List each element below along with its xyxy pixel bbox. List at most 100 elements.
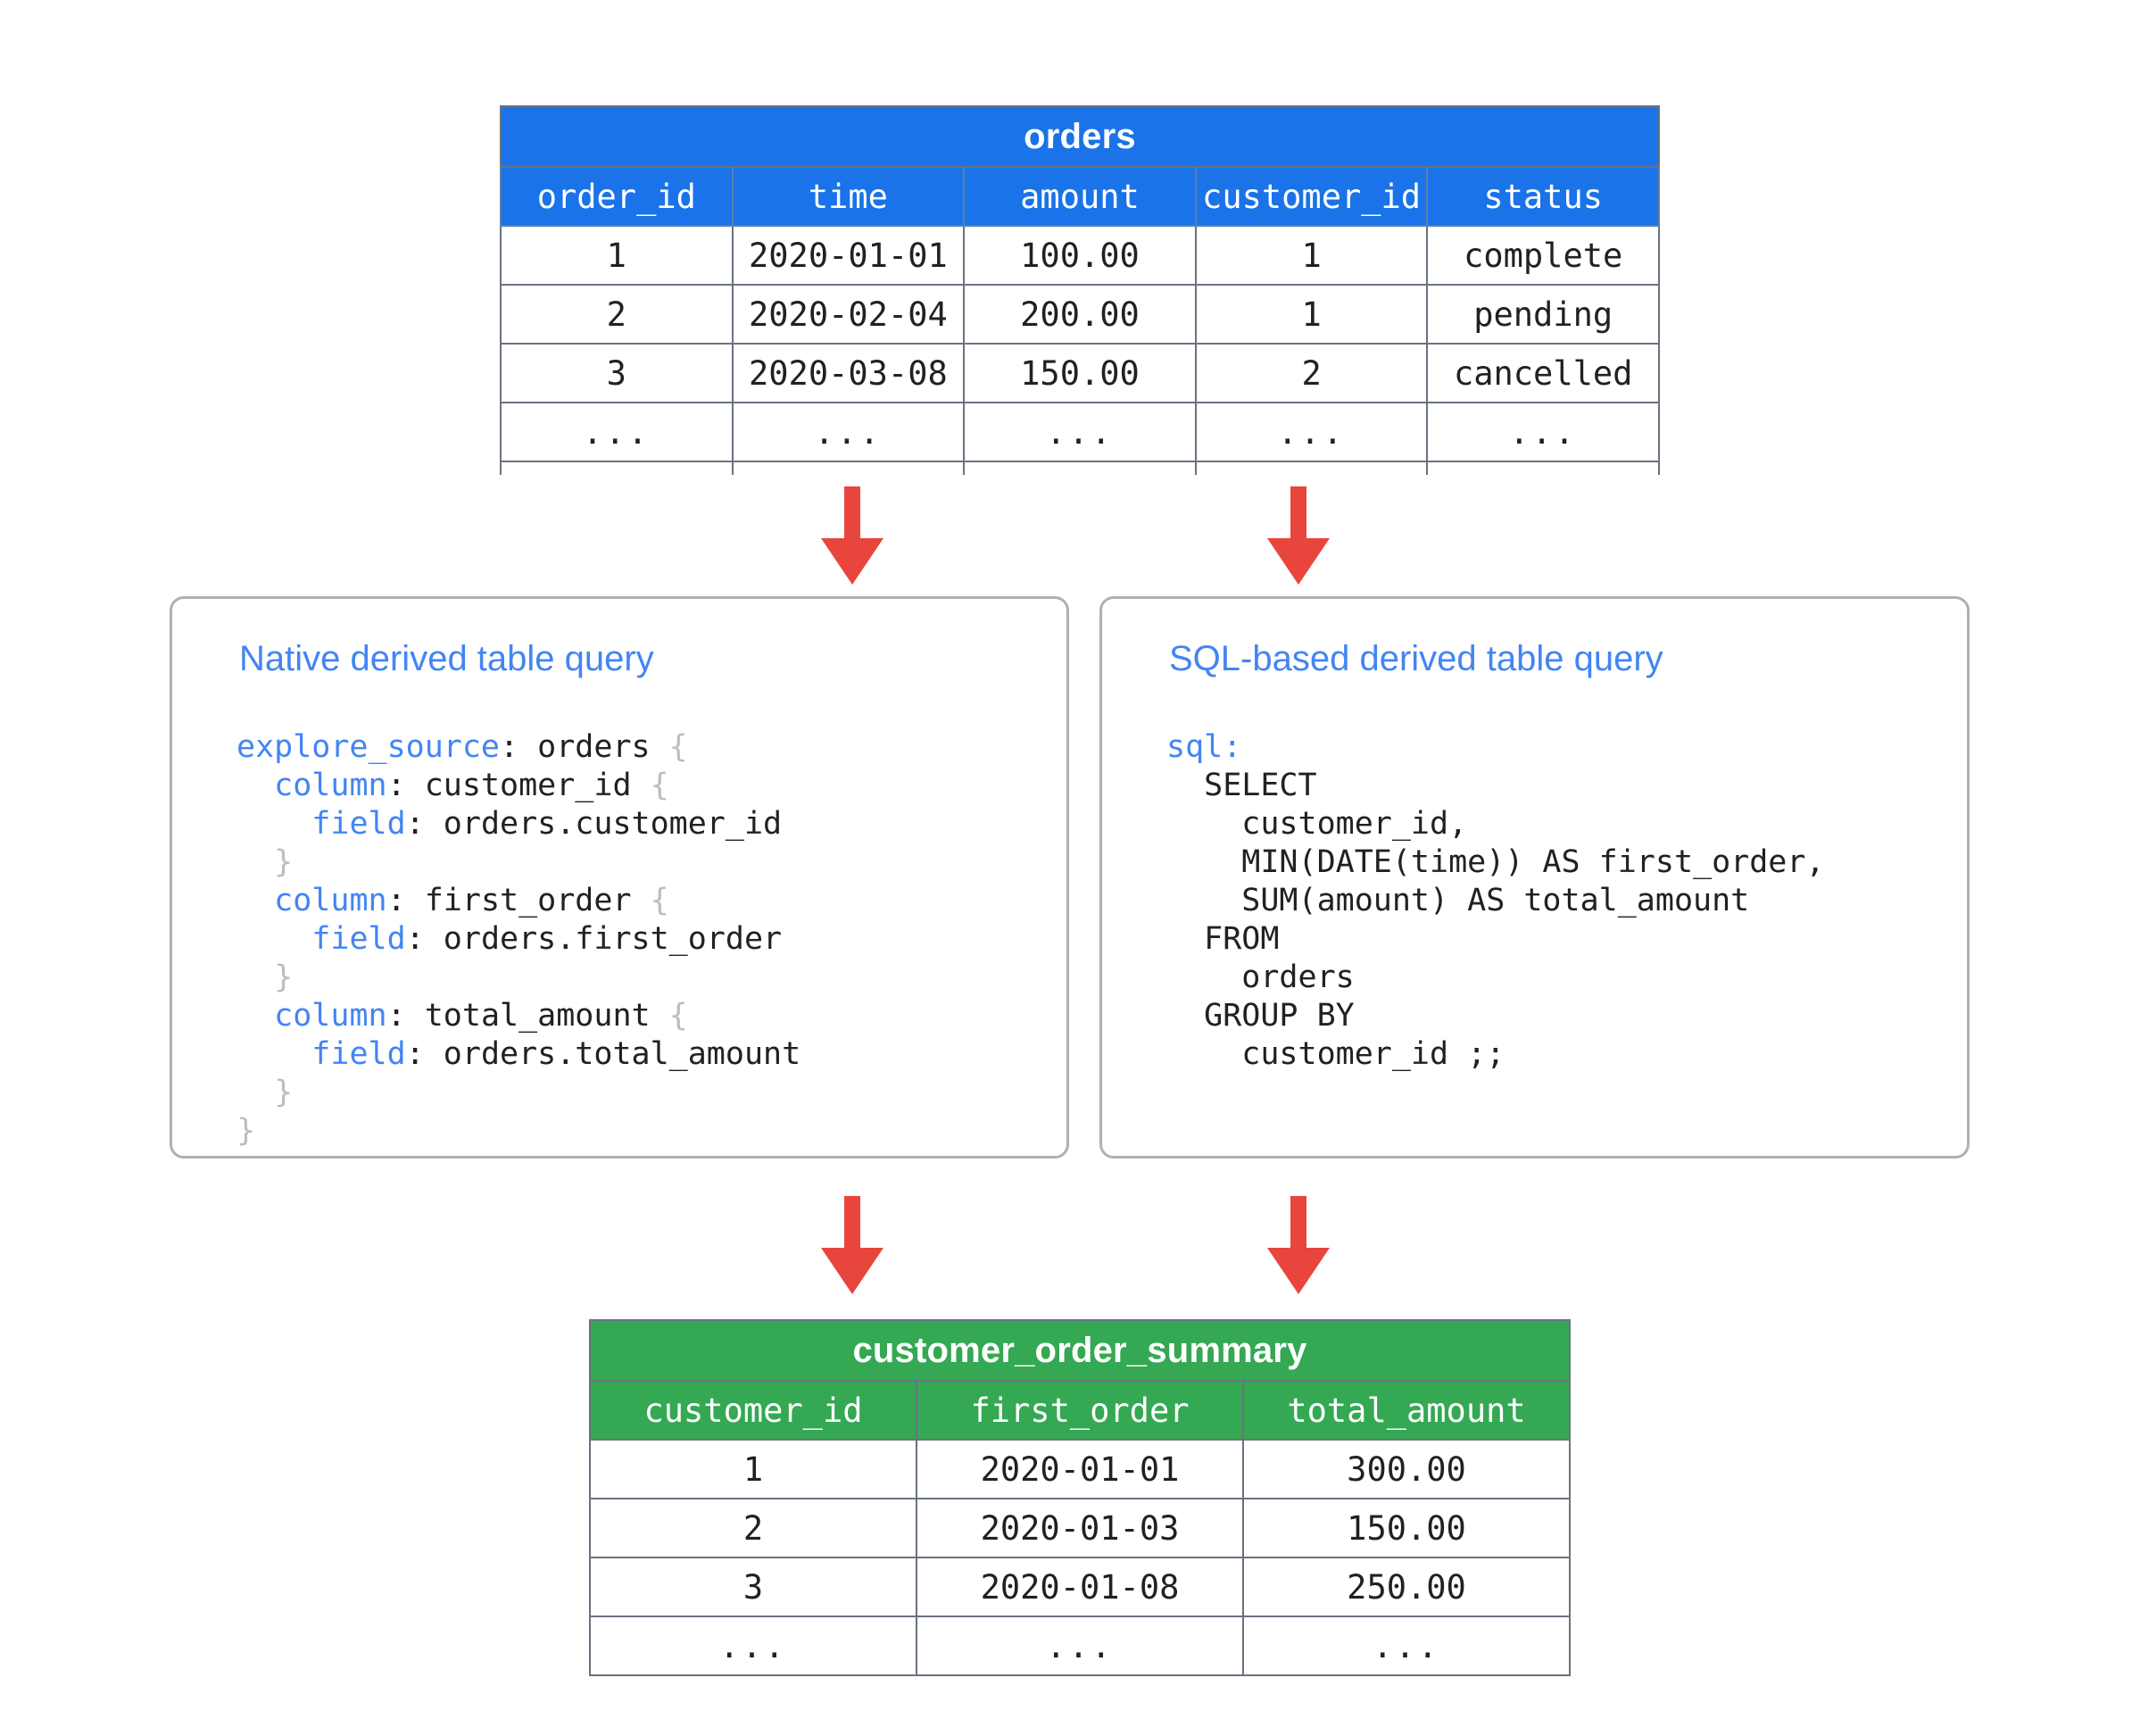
- native-card-title: Native derived table query: [239, 639, 654, 678]
- column-header-customer_id: customer_id: [1194, 166, 1429, 227]
- code-text: : total_amount: [386, 998, 669, 1034]
- code-line: customer_id ;;: [1166, 1035, 1825, 1074]
- table-cell: [963, 461, 1197, 475]
- sql-card-title: SQL-based derived table query: [1169, 639, 1663, 678]
- code-text: : orders.customer_id: [405, 806, 783, 842]
- code-brace: {: [668, 998, 688, 1034]
- orders-table-title-row: orders: [500, 105, 1660, 168]
- code-keyword: sql: [1166, 729, 1223, 765]
- table-cell: 300.00: [1242, 1439, 1571, 1499]
- code-text: : orders.first_order: [405, 921, 783, 957]
- table-row: [500, 461, 1660, 475]
- sql-card-code: sql: SELECT customer_id, MIN(DATE(time))…: [1166, 728, 1825, 1074]
- table-cell: 1: [589, 1439, 917, 1499]
- code-text: GROUP BY: [1166, 998, 1355, 1034]
- arrow-sql-to-summary-icon: [1267, 1196, 1330, 1294]
- code-keyword: column: [274, 883, 387, 918]
- table-cell: 150.00: [963, 343, 1197, 403]
- code-line: }: [236, 1074, 800, 1112]
- code-brace: {: [650, 883, 669, 918]
- table-cell: 3: [500, 343, 734, 403]
- code-text: : orders.total_amount: [405, 1036, 801, 1072]
- table-cell: 2020-01-03: [916, 1498, 1244, 1558]
- code-keyword: explore_source: [236, 729, 501, 765]
- column-header-status: status: [1426, 166, 1660, 227]
- code-text: [236, 806, 311, 842]
- table-cell: [1194, 461, 1429, 475]
- column-header-time: time: [731, 166, 966, 227]
- table-cell: 3: [589, 1557, 917, 1617]
- table-cell: 2: [1194, 343, 1429, 403]
- code-line: orders: [1166, 959, 1825, 997]
- code-keyword: field: [311, 806, 406, 842]
- arrow-orders-to-native-icon: [821, 486, 883, 585]
- code-keyword: column: [274, 768, 387, 803]
- code-line: GROUP BY: [1166, 997, 1825, 1035]
- table-cell: 2020-02-04: [731, 284, 966, 345]
- code-text: SELECT: [1166, 768, 1317, 803]
- code-text: [236, 844, 274, 880]
- table-cell: pending: [1426, 284, 1660, 345]
- table-cell: 1: [1194, 225, 1429, 286]
- code-text: [236, 768, 274, 803]
- sql-derived-table-card: SQL-based derived table query sql: SELEC…: [1099, 596, 1970, 1159]
- table-cell: 2020-01-01: [916, 1439, 1244, 1499]
- table-cell: cancelled: [1426, 343, 1660, 403]
- code-text: orders: [1166, 959, 1355, 995]
- code-text: FROM: [1166, 921, 1280, 957]
- table-cell: 1: [1194, 284, 1429, 345]
- native-derived-table-card: Native derived table query explore_sourc…: [170, 596, 1069, 1159]
- code-keyword: column: [274, 998, 387, 1034]
- ellipsis-cell: ...: [731, 402, 966, 462]
- code-text: [236, 1036, 311, 1072]
- arrow-orders-to-sql-icon: [1267, 486, 1330, 585]
- code-text: SUM(amount) AS total_amount: [1166, 883, 1750, 918]
- table-cell: 150.00: [1242, 1498, 1571, 1558]
- table-cell: 2020-03-08: [731, 343, 966, 403]
- column-header-order_id: order_id: [500, 166, 734, 227]
- table-cell: 2020-01-08: [916, 1557, 1244, 1617]
- code-line: MIN(DATE(time)) AS first_order,: [1166, 843, 1824, 882]
- column-header-amount: amount: [963, 166, 1197, 227]
- code-line: field: orders.customer_id: [236, 805, 800, 843]
- code-text: [236, 883, 274, 918]
- code-line: column: first_order {: [236, 882, 800, 920]
- ellipsis-cell: ...: [963, 402, 1197, 462]
- code-text: [236, 1075, 274, 1110]
- table-cell: complete: [1426, 225, 1660, 286]
- orders-table-title: orders: [500, 105, 1660, 168]
- code-line: customer_id,: [1166, 805, 1825, 843]
- code-text: : orders: [500, 729, 669, 765]
- code-text: [236, 998, 274, 1034]
- code-line: }: [236, 959, 800, 997]
- table-cell: 200.00: [963, 284, 1197, 345]
- code-text: customer_id,: [1166, 806, 1468, 842]
- code-text: : customer_id: [386, 768, 651, 803]
- code-line: explore_source: orders {: [236, 728, 800, 767]
- code-keyword: :: [1223, 729, 1242, 765]
- table-cell: 250.00: [1242, 1557, 1571, 1617]
- code-keyword: field: [311, 921, 406, 957]
- code-line: field: orders.total_amount: [236, 1035, 800, 1074]
- ellipsis-cell: ...: [1194, 402, 1429, 462]
- column-header-customer_id: customer_id: [589, 1380, 917, 1441]
- code-line: field: orders.first_order: [236, 920, 800, 959]
- code-brace: {: [650, 768, 669, 803]
- table-cell: 2: [500, 284, 734, 345]
- table-cell: [731, 461, 966, 475]
- code-line: }: [236, 843, 800, 882]
- code-text: customer_id ;;: [1166, 1036, 1505, 1072]
